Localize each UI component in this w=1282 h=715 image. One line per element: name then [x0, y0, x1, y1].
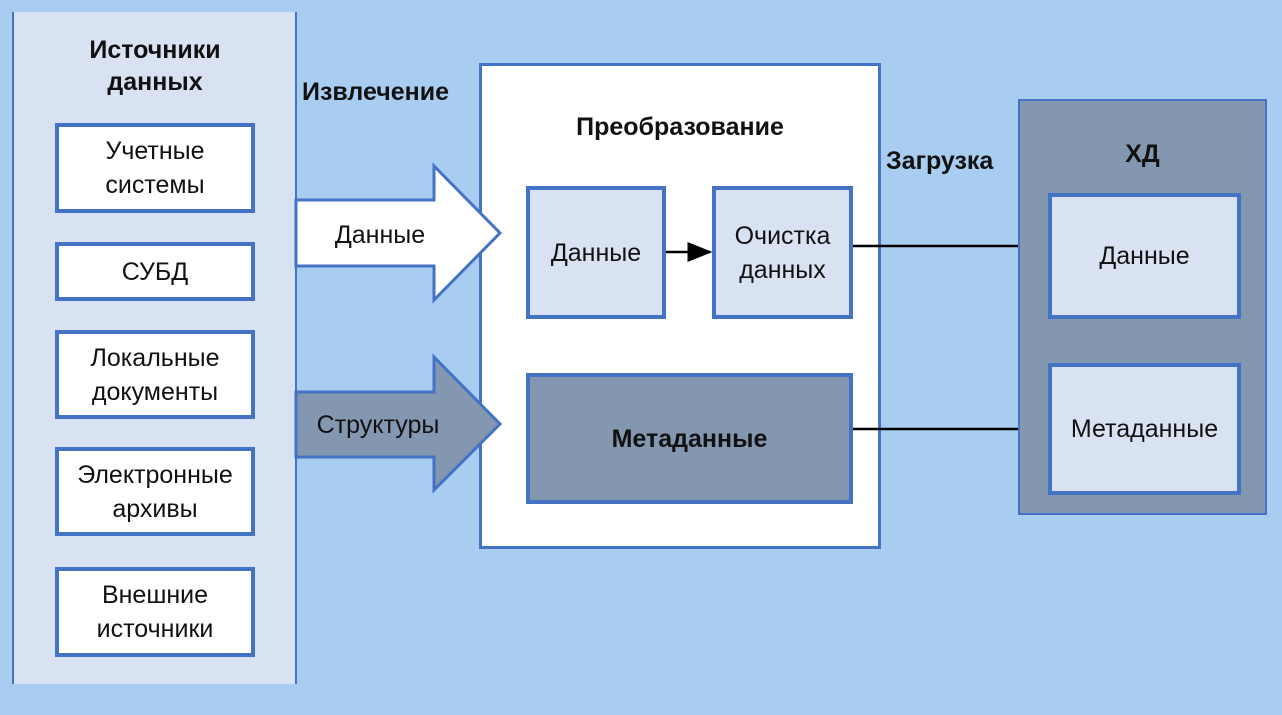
warehouse-title: ХД: [1125, 140, 1160, 168]
transform-cleaning: Очистка данных: [712, 186, 853, 319]
source-external: Внешние источники: [55, 567, 255, 657]
source-electronic-archives: Электронные архивы: [55, 447, 255, 536]
warehouse-metadata: Метаданные: [1048, 363, 1241, 495]
arrow-structures-label: Структуры: [316, 410, 440, 439]
source-dbms: СУБД: [55, 242, 255, 301]
arrow-data-label: Данные: [334, 220, 426, 249]
transform-metadata: Метаданные: [526, 373, 853, 504]
transform-data: Данные: [526, 186, 666, 319]
source-local-documents: Локальные документы: [55, 330, 255, 419]
transform-title: Преобразование: [576, 113, 784, 141]
extract-structures-arrow: [294, 353, 503, 494]
sources-title: Источники данных: [89, 36, 221, 96]
extract-data-arrow: [294, 162, 503, 304]
warehouse-data: Данные: [1048, 193, 1241, 319]
source-accounting-systems: Учетные системы: [55, 123, 255, 213]
load-label: Загрузка: [886, 147, 994, 175]
extract-label: Извлечение: [302, 78, 450, 106]
